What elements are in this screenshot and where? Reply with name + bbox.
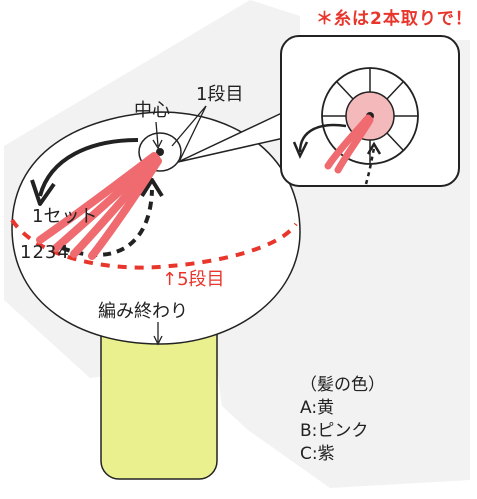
note-text: ＊糸は2本取りで！ xyxy=(316,9,473,29)
legend-item-c: C:紫 xyxy=(300,444,335,464)
center-pointer-head xyxy=(152,139,163,150)
one-set-label: 1セット xyxy=(32,206,98,227)
legend: （髪の色） A:黄 B:ピンク C:紫 xyxy=(300,374,385,466)
head-dome xyxy=(11,111,301,345)
leader-line xyxy=(171,105,207,147)
dashed-arrowhead xyxy=(140,178,164,198)
round1-label: 1段目 xyxy=(196,84,244,105)
leader-line xyxy=(179,105,207,161)
magnified-dashed-arrow xyxy=(364,147,376,185)
legend-item-a: A:黄 xyxy=(300,398,335,418)
curved-arrow xyxy=(38,138,139,197)
curved-arrowhead xyxy=(30,179,56,206)
round5-label: ↑5段目 xyxy=(162,269,225,290)
center-dot xyxy=(156,148,164,156)
strand-numbers: 1234 xyxy=(20,242,70,263)
center-label: 中心 xyxy=(134,100,170,121)
tassel xyxy=(36,152,162,260)
magnified-curve-arrowhead xyxy=(292,141,309,159)
legend-item-b: B:ピンク xyxy=(300,421,369,441)
magnified-curve-arrow xyxy=(298,123,347,153)
magnified-dashed-arrowhead xyxy=(366,141,382,155)
round5-dashed-line xyxy=(10,218,298,270)
legend-heading: （髪の色） xyxy=(300,375,385,395)
finish-label: 編み終わり xyxy=(98,301,188,322)
finish-pointer-head xyxy=(153,335,163,346)
magnified-tassel xyxy=(324,114,374,174)
center-pointer xyxy=(155,121,159,147)
